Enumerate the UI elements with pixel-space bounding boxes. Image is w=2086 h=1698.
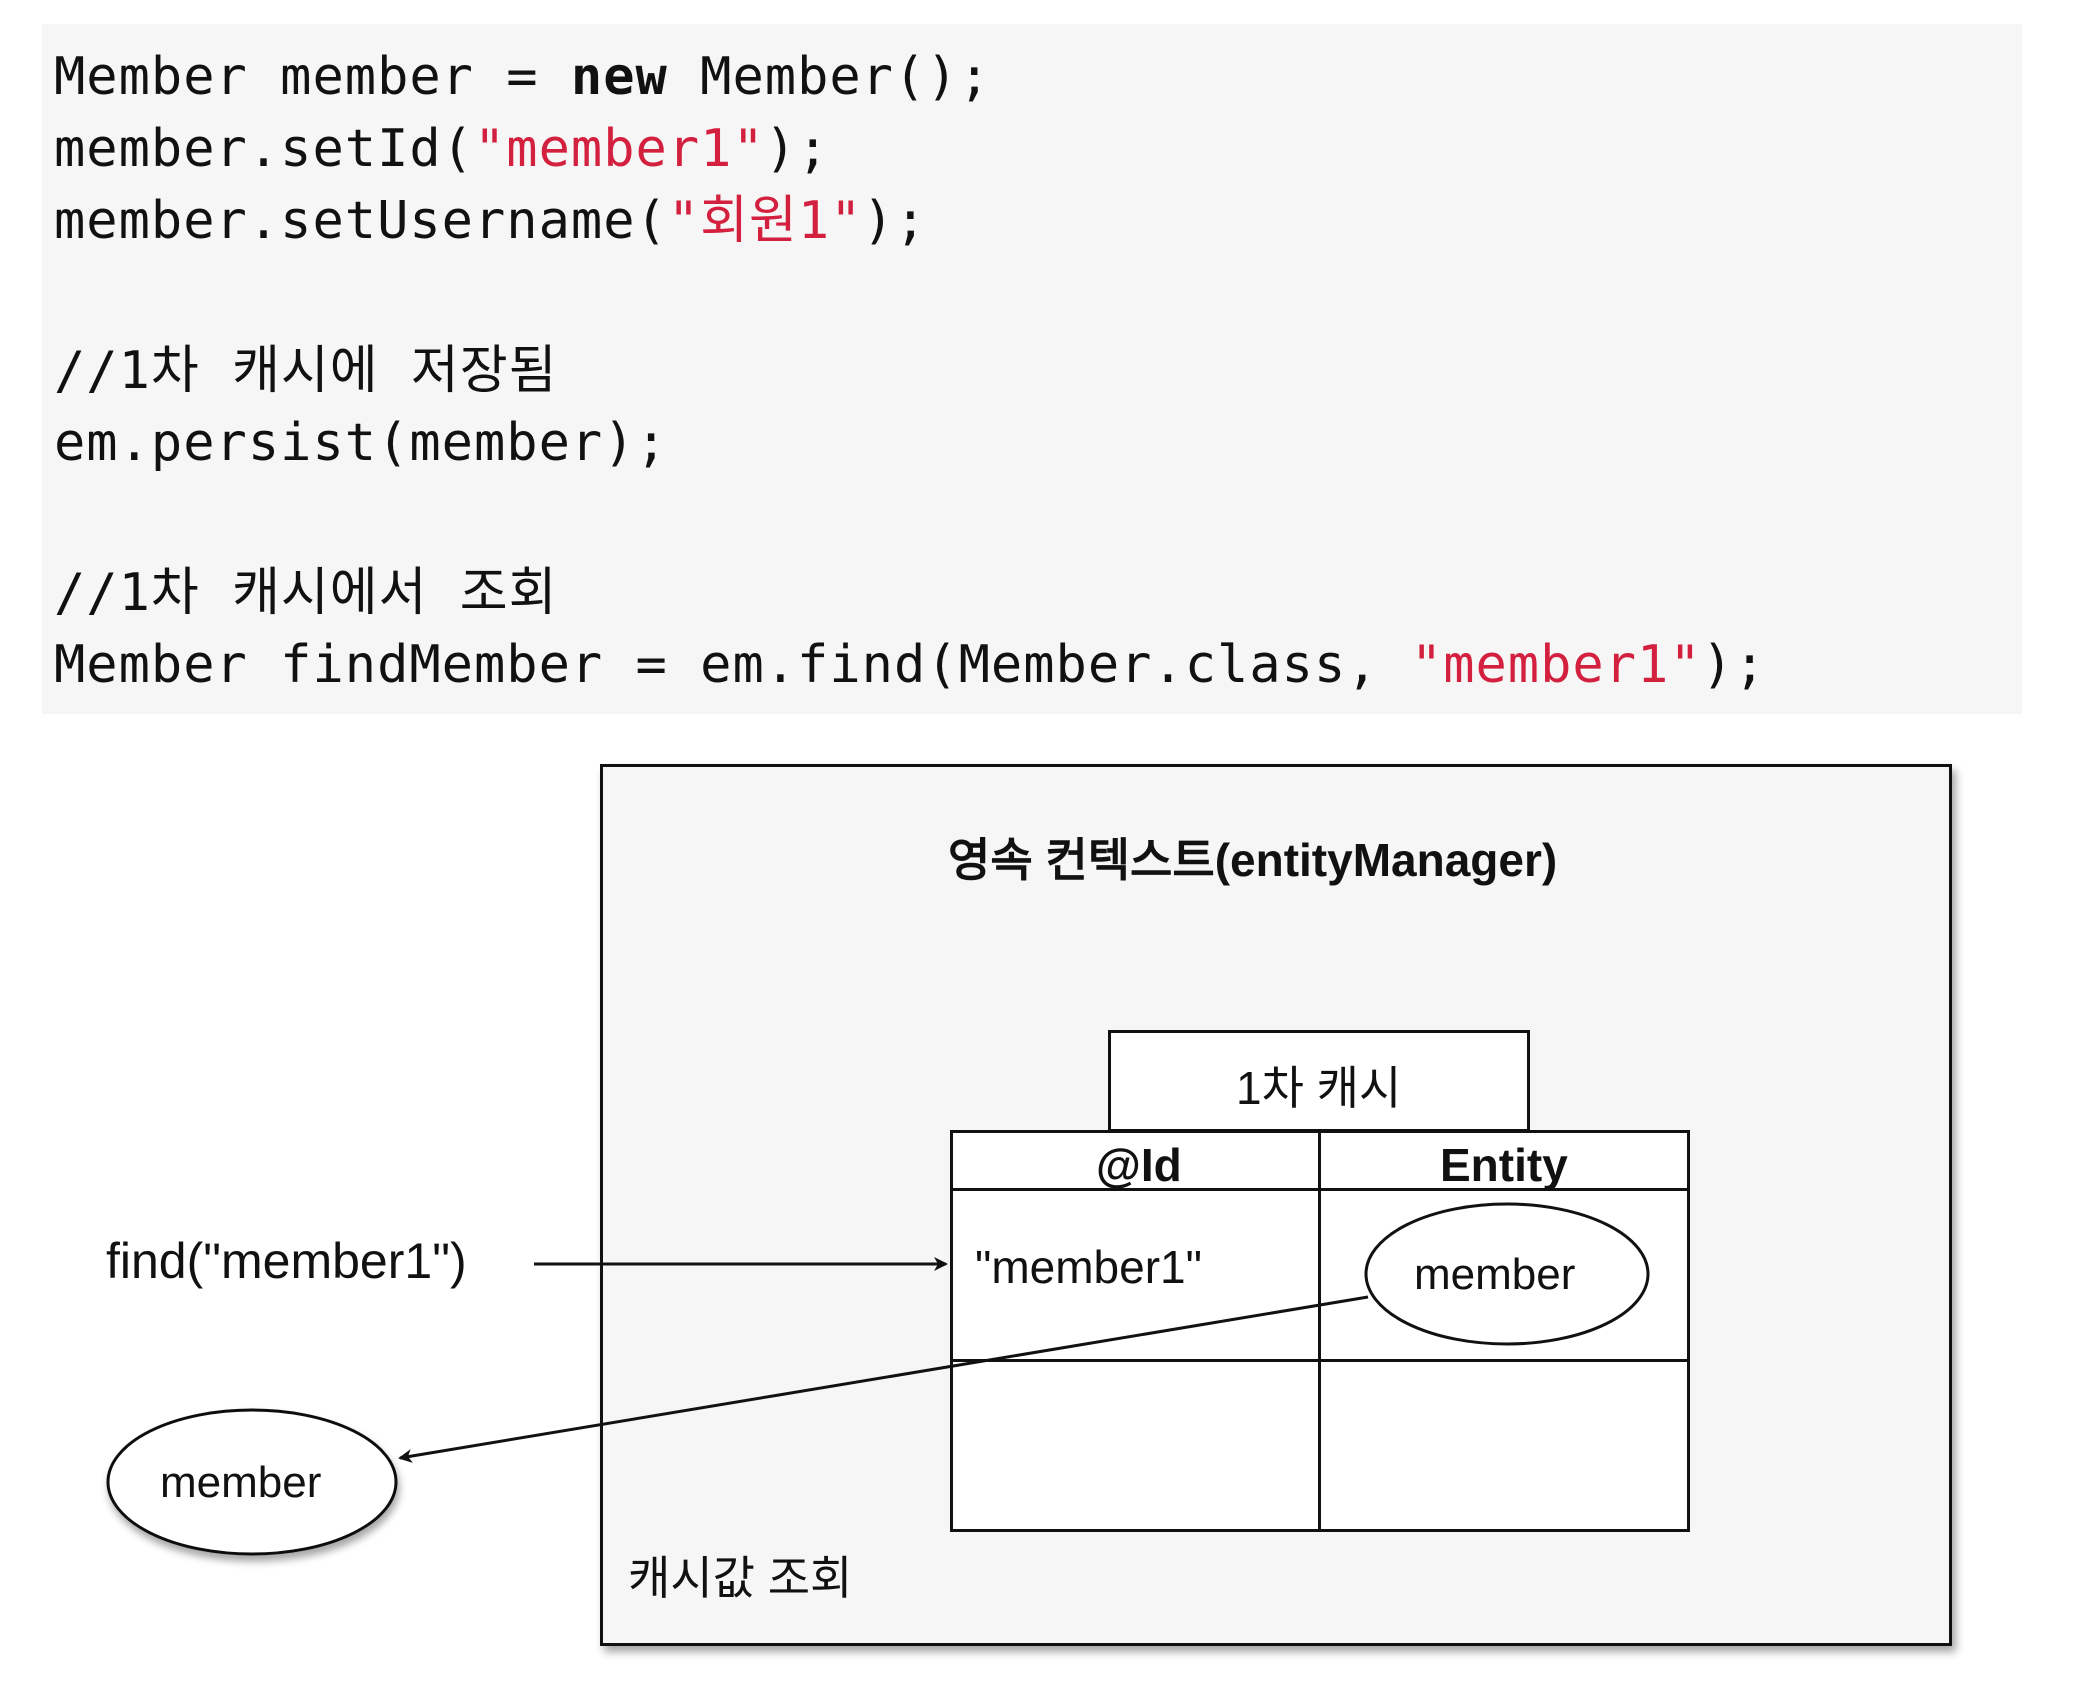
persistence-context-title: 영속 컨텍스트(entityManager)	[948, 834, 1558, 886]
diagram-shapes	[106, 1202, 1650, 1556]
result-entity-label: member	[160, 1458, 322, 1507]
code-string: "member1"	[1410, 635, 1702, 695]
table-column-divider	[1318, 1133, 1321, 1529]
cached-entity-label: member	[1414, 1250, 1576, 1299]
header-entity: Entity	[1440, 1139, 1568, 1191]
code-var: member =	[247, 47, 571, 107]
diagram: 영속 컨텍스트(entityManager) 1차 캐시 @Id Entity …	[0, 740, 2086, 1698]
cache-key-cell: "member1"	[975, 1241, 1202, 1293]
code-block: Member member = new Member(); member.set…	[42, 24, 2022, 714]
code-line-1: Member member = new Member();	[54, 46, 991, 108]
code-line-4: em.persist(member);	[54, 413, 668, 473]
code-string: "회원1"	[667, 191, 863, 251]
code-keyword-new: new	[570, 47, 668, 107]
cache-lookup-label: 캐시값 조회	[628, 1552, 853, 1604]
code-text: );	[1701, 635, 1767, 695]
table-row-divider	[953, 1359, 1687, 1362]
code-text: member.setUsername(	[54, 191, 668, 251]
find-call-label: find("member1")	[106, 1233, 467, 1289]
code-line-3: member.setUsername("회원1");	[54, 190, 927, 252]
code-line-2: member.setId("member1");	[54, 118, 829, 180]
code-text: );	[862, 191, 928, 251]
code-string: "member1"	[474, 119, 765, 179]
return-arrow	[398, 1295, 1369, 1463]
code-comment-2: //1차 캐시에서 조회	[54, 563, 558, 623]
cached-entity-ellipse	[1364, 1202, 1650, 1346]
header-id: @Id	[1096, 1139, 1182, 1191]
table-header-divider	[953, 1188, 1687, 1191]
first-level-cache-label: 1차 캐시	[1236, 1062, 1402, 1114]
code-constructor: Member();	[667, 47, 991, 107]
code-comment-1: //1차 캐시에 저장됨	[54, 341, 558, 401]
code-type: Member	[54, 47, 248, 107]
code-text: member.setId(	[54, 119, 474, 179]
code-text: Member findMember = em.find(Member.class…	[54, 635, 1411, 695]
result-entity-ellipse	[106, 1408, 398, 1556]
code-text: );	[764, 119, 830, 179]
code-line-5: Member findMember = em.find(Member.class…	[54, 634, 1766, 696]
